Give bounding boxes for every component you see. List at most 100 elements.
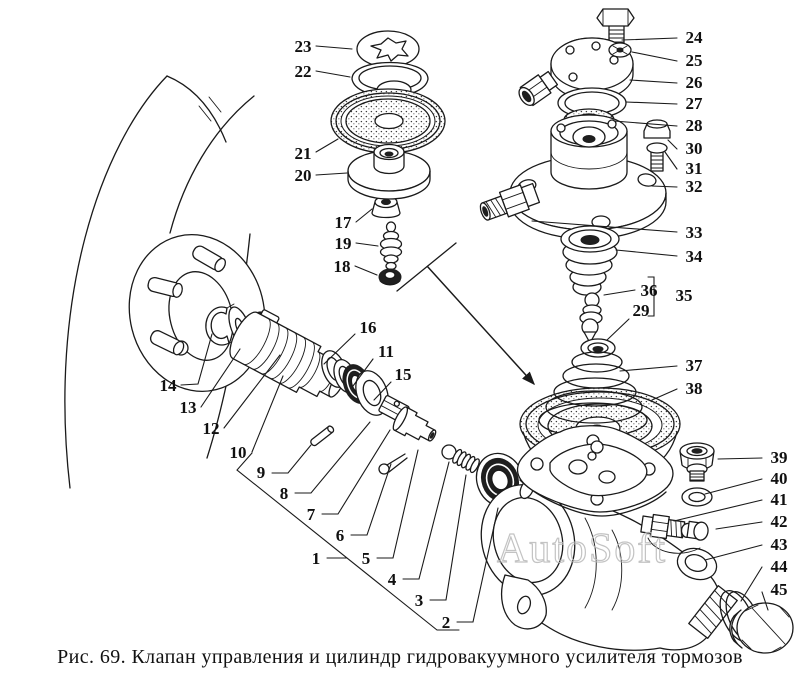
part-number-11: 11 [378, 342, 394, 361]
nut-25 [608, 42, 632, 58]
part-number-28: 28 [686, 116, 703, 135]
leader-line-41 [673, 499, 763, 522]
part-number-2: 2 [442, 613, 451, 632]
leader-line-10 [251, 375, 284, 453]
part-number-24: 24 [686, 28, 704, 47]
leader-line-16 [323, 333, 356, 365]
leader-line-13 [200, 348, 241, 408]
leader-line-32 [651, 185, 678, 188]
part-number-1: 1 [312, 549, 321, 568]
leader-line-29 [606, 318, 630, 341]
part-number-40: 40 [771, 469, 788, 488]
part-number-19: 19 [335, 234, 352, 253]
threaded-end [688, 585, 738, 639]
leader-line-15 [373, 381, 392, 401]
leader-line-12 [223, 354, 281, 429]
leader-line-14 [180, 333, 213, 386]
leader-line-33 [531, 220, 678, 233]
leader-line-21 [315, 138, 339, 153]
leader-line-44 [740, 566, 763, 602]
part-number-13: 13 [180, 398, 197, 417]
leader-line-26 [629, 79, 678, 84]
disc-20 [347, 143, 431, 200]
part-number-18: 18 [334, 257, 351, 276]
part-number-35: 35 [676, 286, 693, 305]
part-number-22: 22 [295, 62, 312, 81]
leader-line-30 [667, 139, 678, 150]
part-number-44: 44 [771, 557, 789, 576]
leader-line-4 [402, 461, 450, 580]
part-number-15: 15 [395, 365, 412, 384]
stud [149, 330, 185, 356]
leader-line-36 [603, 289, 636, 296]
part-number-38: 38 [686, 379, 703, 398]
part-number-6: 6 [336, 526, 345, 545]
part-number-45: 45 [771, 580, 788, 599]
valve-housing-32 [479, 114, 667, 240]
master-cylinder [480, 425, 794, 654]
part-number-43: 43 [771, 535, 788, 554]
part-number-12: 12 [203, 419, 220, 438]
cover-fitting [518, 70, 559, 107]
stud [192, 245, 227, 273]
part-number-16: 16 [360, 318, 377, 337]
part-number-29: 29 [633, 301, 650, 320]
leader-line-11 [352, 358, 374, 387]
part-number-33: 33 [686, 223, 703, 242]
boot-and-valve [560, 225, 620, 358]
valve-piston-5 [392, 406, 437, 442]
leader-line-23 [315, 45, 353, 50]
plug-39 [679, 442, 715, 482]
part-number-3: 3 [415, 591, 424, 610]
cover-26 [518, 37, 634, 107]
part-number-41: 41 [771, 490, 788, 509]
part-number-20: 20 [295, 166, 312, 185]
leader-line-27 [625, 101, 678, 105]
leader-line-43 [704, 544, 763, 561]
star-washer-23 [356, 30, 420, 68]
pin-9 [310, 425, 335, 447]
part-number-23: 23 [295, 37, 312, 56]
leader-line-7 [321, 429, 391, 515]
leader-line-24 [621, 37, 678, 41]
part-number-37: 37 [686, 356, 704, 375]
bracket-35 [647, 276, 655, 317]
spring-3 [452, 448, 480, 474]
plug-42 [686, 520, 709, 541]
leader-line-17 [355, 208, 373, 223]
part-number-10: 10 [230, 443, 247, 462]
leader-line-1 [236, 452, 460, 631]
control-valve-assembly [479, 8, 671, 240]
assembly-direction-arrow [396, 242, 536, 386]
part-number-34: 34 [686, 247, 704, 266]
leader-line-9 [271, 444, 312, 474]
valve-19 [379, 221, 403, 271]
leader-line-2 [456, 507, 499, 623]
top-flange [516, 425, 674, 517]
spring-seat-29 [580, 338, 616, 358]
housing-fitting [479, 182, 541, 221]
boss-43 [676, 547, 718, 581]
leader-line-25 [631, 51, 678, 62]
part-number-31: 31 [686, 159, 703, 178]
diaphragm-stack-left [330, 30, 446, 200]
part-number-30: 30 [686, 139, 703, 158]
leader-line-31 [664, 151, 678, 170]
watermark-text: AutoSoft [497, 526, 667, 572]
part-number-26: 26 [686, 73, 703, 92]
part-number-4: 4 [388, 570, 397, 589]
part-number-8: 8 [280, 484, 289, 503]
part-number-25: 25 [686, 51, 703, 70]
part-number-7: 7 [307, 505, 316, 524]
part-number-42: 42 [771, 512, 788, 531]
washer-40 [681, 487, 713, 507]
cap-17 [371, 195, 401, 219]
leader-line-20 [315, 172, 348, 176]
part-number-32: 32 [686, 177, 703, 196]
leader-line-38 [651, 388, 678, 401]
pushrod-stem [590, 440, 604, 454]
leader-line-34 [615, 249, 678, 257]
bolt-30-washer-31 [643, 119, 671, 172]
part-number-14: 14 [160, 376, 178, 395]
